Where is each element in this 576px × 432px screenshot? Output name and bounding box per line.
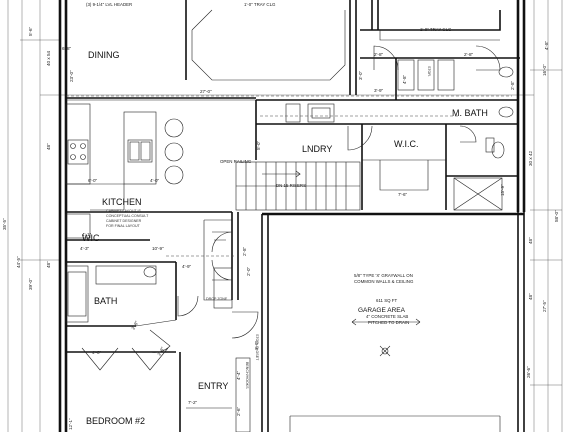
note-header: (3) 9-1/4" LVL HEADER <box>86 2 132 7</box>
dim-label: 48" <box>528 293 533 300</box>
dim-label: 7'-2" <box>188 400 198 405</box>
dim-label: 2'-8" <box>510 80 515 90</box>
dim-label: 16'-0" <box>542 64 547 76</box>
room-kitchen: KITCHEN <box>102 197 142 207</box>
room-labels: DINING KITCHEN WIC BATH BEDROOM #2 ENTRY… <box>82 50 488 426</box>
room-dining: DINING <box>88 50 120 60</box>
note-drop-zone: DROP ZONE <box>206 297 228 301</box>
plan-notes: (3) 9-1/4" LVL HEADER 1'-0" TRAY CLG 1'-… <box>86 2 452 389</box>
room-master-bath: M. BATH <box>452 108 488 118</box>
dim-label: 4'-4" <box>236 370 241 380</box>
dim-label: 27'-0" <box>200 89 212 94</box>
dim-label: 48" <box>528 237 533 244</box>
interior-walls <box>65 0 520 432</box>
note-tray-ceiling-left: 1'-0" TRAY CLG <box>244 2 276 7</box>
dim-label: 4'-9" <box>182 264 192 269</box>
note-slab-2: PITCHED TO DRAIN <box>368 320 409 325</box>
note-cabinet-2: CONCEPTUAL CONSULT <box>106 214 149 218</box>
dim-label: 4'-8" <box>544 40 549 50</box>
dim-label: 2'-8" <box>464 52 474 57</box>
room-bath: BATH <box>94 296 117 306</box>
dim-label: 2'-6" <box>236 406 241 416</box>
dim-label: 3'-0" <box>254 340 259 350</box>
note-stair-down: DN 15 RISERS <box>276 183 306 188</box>
dim-label: 4'-1" <box>82 232 92 237</box>
dim-label: 12'-1" <box>68 418 73 430</box>
dim-label: 10'-9" <box>152 246 164 251</box>
room-bedroom-2: BEDROOM #2 <box>86 416 145 426</box>
dim-label: 44'-5" <box>16 256 21 268</box>
room-entry: ENTRY <box>198 381 228 391</box>
dim-label: 2'-8" <box>242 246 247 256</box>
room-wic-pantry: WIC <box>82 233 100 243</box>
note-garage-wall-1: 5/8" TYPE 'X' GRAYWALL ON <box>354 273 413 278</box>
dim-label: 5'-0" <box>256 140 261 150</box>
dim-label: 48" <box>46 143 51 150</box>
note-open-railing: OPEN RAILING <box>220 159 252 164</box>
dim-label: 2'-0" <box>246 266 251 276</box>
dim-label: 4'-8" <box>402 74 407 84</box>
dim-label: 26'-6" <box>526 366 531 378</box>
note-garage-area: 611 SQ FT <box>376 298 397 303</box>
dim-label: 2'-8" <box>374 52 384 57</box>
note-tray-ceiling-right: 1'-0" TRAY CLG <box>420 27 452 32</box>
note-cabinet-4: FOR FINAL LAYOUT <box>106 224 141 228</box>
note-bench-hooks: BENCH/HOOKS <box>245 362 249 389</box>
dim-label: 7'-6" <box>398 192 408 197</box>
room-garage: GARAGE AREA <box>358 307 406 314</box>
dim-label: 48" <box>46 261 51 268</box>
dim-label: 15'-9" <box>500 184 505 196</box>
room-laundry: LNDRY <box>302 144 332 154</box>
dim-label: 30 x 42 <box>528 150 533 166</box>
dim-label: 4'-3" <box>80 246 90 251</box>
dim-label: 39'-0" <box>28 278 33 290</box>
dim-label: 40 x 54 <box>46 50 51 66</box>
dim-label: 6'-0" <box>88 178 98 183</box>
note-slab-1: 4" CONCRETE SLAB <box>366 314 408 319</box>
dim-label: 6'-8" <box>62 46 72 51</box>
dim-label: 4'-0" <box>92 350 102 355</box>
dim-label: 58'-0" <box>554 210 559 222</box>
note-cabinet-1: CABINET LAYOUT IS <box>106 209 142 213</box>
dim-label: 23'-0" <box>69 70 74 82</box>
room-walk-in-closet: W.I.C. <box>394 139 419 149</box>
dim-label: 3'-0" <box>358 70 363 80</box>
dim-label: 4'-0" <box>150 178 160 183</box>
dim-label: 27'-5" <box>542 300 547 312</box>
dim-label: 3'-9" <box>374 88 384 93</box>
note-garage-wall-2: COMMON WALLS & CEILING <box>354 279 414 284</box>
dim-label: 2'-8" <box>157 346 166 357</box>
dim-label: 2'-8" <box>131 320 140 331</box>
note-storage-closet: STOR. CLOSET <box>255 334 259 361</box>
note-cabinet-3: CABINET DESIGNER <box>106 219 142 223</box>
dimension-labels: 6'-8" 23'-0" 40 x 54 5'-6" 27'-0" 3'-0" … <box>2 26 559 430</box>
dim-label: 5'-6" <box>28 26 33 36</box>
dimension-lines <box>7 0 563 432</box>
exterior-walls <box>58 0 526 432</box>
note-storage: STOR. <box>427 66 431 77</box>
dim-label: 35'-5" <box>2 218 7 230</box>
